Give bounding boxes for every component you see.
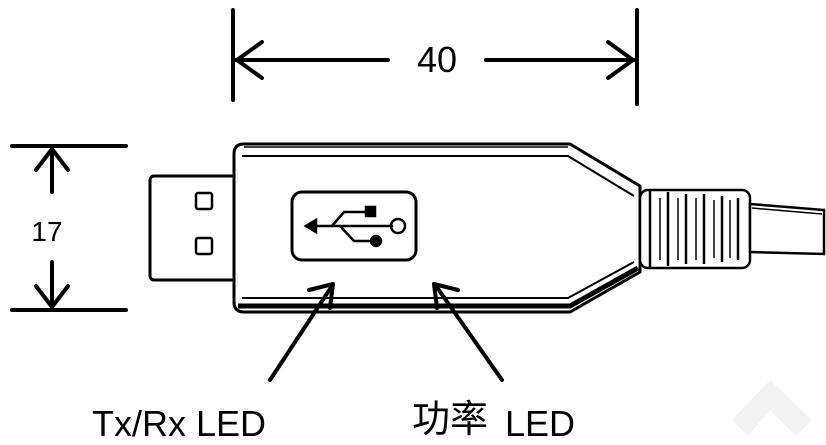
- cable-body: [748, 202, 826, 256]
- height-dimension: [10, 144, 128, 312]
- usb-trident-icon: [303, 205, 407, 248]
- usb-plug-shell: [148, 174, 242, 282]
- txrx-led-pointer: [268, 284, 334, 382]
- housing-inner-top: [242, 155, 635, 197]
- power-led-label-led: LED: [505, 403, 575, 444]
- txrx-led-label: Tx/Rx LED: [92, 403, 266, 444]
- width-arrowhead-right: [606, 40, 635, 80]
- usb-plug: [148, 174, 242, 282]
- power-led-label-cjk: 功率: [412, 397, 488, 441]
- callout-arrows: [268, 282, 504, 382]
- housing-inner-bottom: [242, 261, 635, 299]
- height-arrowhead-top: [34, 147, 70, 172]
- housing-outline: [232, 142, 642, 314]
- strain-relief: [638, 188, 752, 270]
- adapter-housing: [232, 142, 642, 314]
- strain-relief-body: [638, 188, 752, 270]
- usb-logo-badge: [290, 190, 418, 262]
- watermark-logo: [732, 380, 812, 436]
- usb-plug-window-top: [194, 191, 214, 211]
- height-dimension-label: 17: [31, 216, 62, 247]
- txrx-led-arrowhead: [307, 282, 335, 310]
- usb-cable: [748, 202, 826, 256]
- height-arrowhead-bottom: [34, 284, 70, 309]
- width-dimension: [231, 8, 639, 106]
- width-dimension-label: 40: [417, 39, 457, 80]
- width-arrowhead-left: [235, 40, 264, 80]
- usb-plug-window-bottom: [194, 236, 214, 256]
- power-led-arrowhead: [432, 282, 460, 310]
- housing-shadow: [238, 265, 640, 309]
- power-led-pointer: [434, 284, 504, 382]
